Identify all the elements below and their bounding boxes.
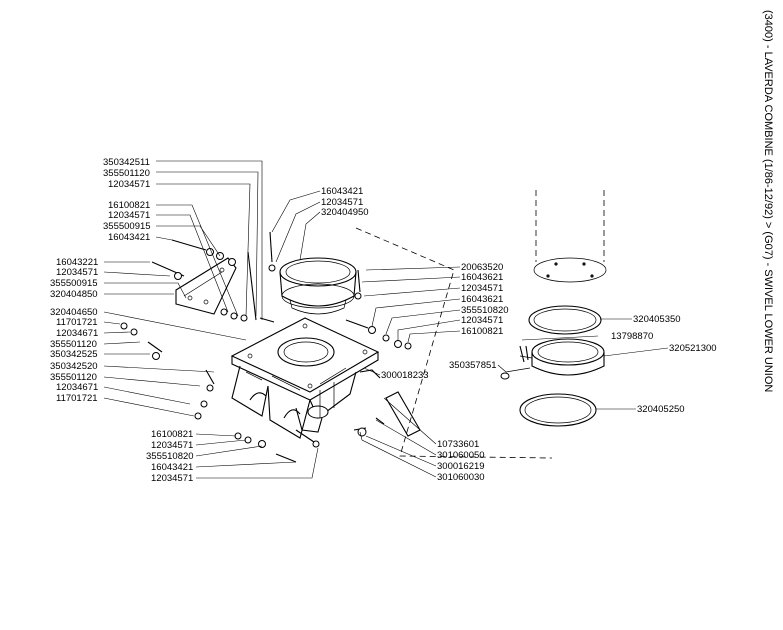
part-label: 350357851 bbox=[449, 360, 497, 371]
part-label: 16100821 bbox=[151, 429, 193, 440]
part-label: 320405250 bbox=[637, 404, 685, 415]
part-label: 16043221 bbox=[56, 257, 98, 268]
part-label: 16043421 bbox=[108, 232, 150, 243]
part-label: 12034571 bbox=[108, 179, 150, 190]
part-label: 355500915 bbox=[103, 221, 151, 232]
part-label: 10733601 bbox=[437, 439, 479, 450]
part-label: 12034671 bbox=[56, 382, 98, 393]
leader-lines bbox=[103, 160, 669, 479]
part-label: 13798870 bbox=[611, 331, 653, 342]
part-label: 301060050 bbox=[437, 450, 485, 461]
part-label: 16043621 bbox=[461, 294, 503, 305]
part-label: 12034571 bbox=[108, 210, 150, 221]
part-label: 20063520 bbox=[461, 262, 503, 273]
part-label: 355500915 bbox=[50, 278, 98, 289]
right-assembly-drawing bbox=[500, 190, 607, 427]
part-number-labels: 350342511 355501120 12034571 16100821 12… bbox=[50, 157, 717, 484]
part-label: 300018233 bbox=[381, 370, 429, 381]
part-label: 12034571 bbox=[151, 440, 193, 451]
part-label: 16100821 bbox=[108, 200, 150, 211]
part-label: 301060030 bbox=[437, 472, 485, 483]
part-label: 355501120 bbox=[50, 372, 97, 383]
part-label: 350342520 bbox=[50, 361, 98, 372]
part-label: 12034671 bbox=[56, 328, 98, 339]
swivel-housing-drawing bbox=[230, 317, 380, 439]
part-label: 355501120 bbox=[103, 168, 150, 179]
part-label: 320521300 bbox=[669, 343, 717, 354]
left-bracket-drawing bbox=[175, 257, 237, 315]
part-label: 16043621 bbox=[461, 272, 503, 283]
part-label: 11701721 bbox=[56, 317, 98, 328]
part-label: 16100821 bbox=[461, 326, 503, 337]
part-label: 350342525 bbox=[50, 349, 98, 360]
part-label: 320404650 bbox=[50, 307, 98, 318]
part-label: 320404950 bbox=[321, 207, 369, 218]
top-ring-drawing bbox=[279, 257, 357, 315]
part-label: 355510820 bbox=[461, 305, 509, 316]
part-label: 12034571 bbox=[461, 315, 503, 326]
fasteners-drawing bbox=[120, 231, 421, 463]
part-label: 16043421 bbox=[321, 186, 363, 197]
part-label: 16043421 bbox=[151, 462, 193, 473]
part-label: 11701721 bbox=[56, 393, 98, 404]
part-label: 12034571 bbox=[151, 473, 193, 484]
part-label: 300016219 bbox=[437, 461, 485, 472]
part-label: 355501120 bbox=[50, 339, 97, 350]
part-label: 320404850 bbox=[50, 289, 98, 300]
part-label: 12034571 bbox=[321, 197, 363, 208]
part-label: 355510820 bbox=[146, 451, 194, 462]
part-label: 12034571 bbox=[56, 267, 98, 278]
part-label: 12034571 bbox=[461, 283, 503, 294]
part-label: 320405350 bbox=[633, 314, 681, 325]
part-label: 350342511 bbox=[103, 157, 150, 168]
